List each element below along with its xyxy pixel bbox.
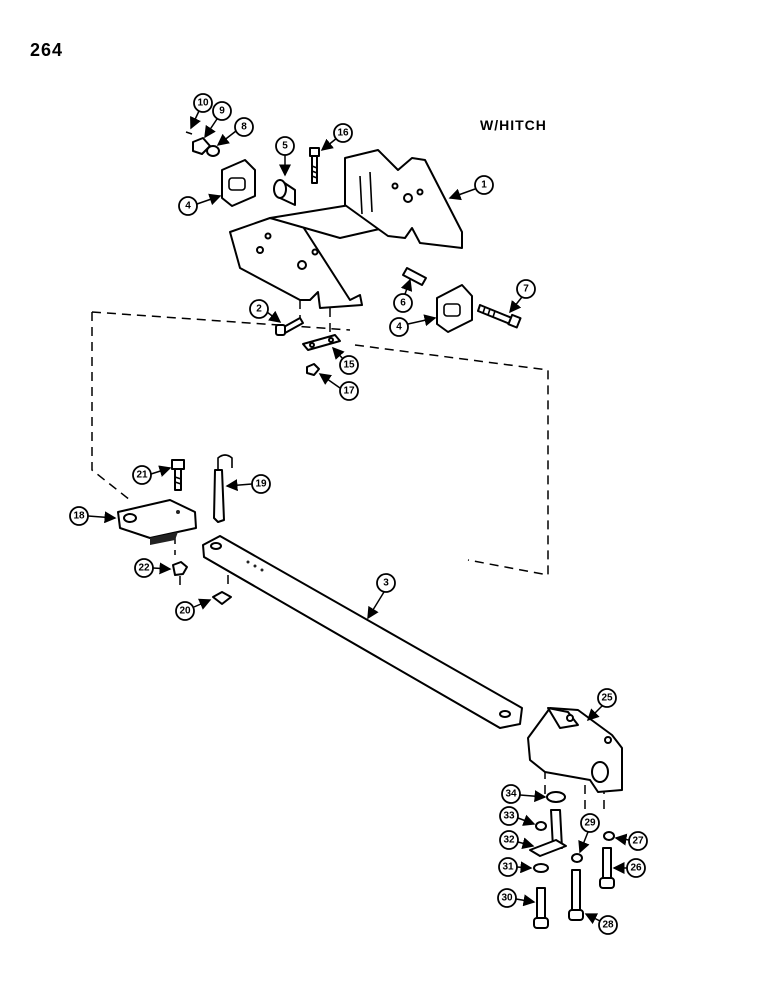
callout-7: 7 (509, 279, 536, 314)
callout-8: 8 (216, 117, 254, 146)
drawbar (202, 535, 523, 729)
callout-29: 29 (578, 813, 600, 854)
svg-text:5: 5 (282, 141, 288, 152)
svg-text:15: 15 (343, 360, 355, 371)
callout-20: 20 (175, 598, 212, 621)
callout-5: 5 (275, 136, 295, 177)
svg-text:3: 3 (383, 578, 389, 589)
svg-text:10: 10 (197, 98, 209, 109)
svg-text:4: 4 (185, 201, 191, 212)
hitch-plate-lower (436, 284, 473, 333)
callout-1: 1 (448, 175, 494, 201)
callout-16: 16 (320, 123, 353, 151)
svg-text:18: 18 (73, 511, 85, 522)
bolt-21 (171, 459, 185, 491)
callout-18: 18 (69, 506, 117, 526)
callout-32: 32 (499, 830, 535, 850)
callout-9: 9 (204, 101, 232, 139)
bolt-2 (275, 317, 304, 336)
nut-22 (172, 561, 188, 576)
hitch-plate-upper (221, 159, 256, 207)
bolt-28 (568, 869, 584, 921)
pivot-pin (402, 267, 427, 286)
callout-10: 10 (190, 93, 213, 130)
assembly-outline (91, 311, 549, 576)
svg-text:6: 6 (400, 298, 406, 309)
svg-text:9: 9 (219, 106, 225, 117)
lock-washer-27 (603, 831, 615, 841)
callout-17: 17 (318, 373, 359, 401)
bolt-26 (599, 847, 615, 889)
washer-34 (546, 791, 566, 803)
callout-22: 22 (134, 558, 172, 578)
nut-9 (192, 137, 211, 155)
callout-30: 30 (497, 888, 536, 908)
svg-text:31: 31 (502, 862, 514, 873)
svg-text:33: 33 (503, 811, 515, 822)
bolt-16 (309, 147, 320, 184)
svg-text:4: 4 (396, 322, 402, 333)
callout-2: 2 (249, 299, 282, 323)
svg-text:29: 29 (584, 818, 596, 829)
callout-15: 15 (331, 346, 359, 375)
svg-text:17: 17 (343, 386, 355, 397)
hitch-variant-label: W/HITCH (480, 117, 547, 133)
pin-32 (529, 809, 567, 857)
bushing (273, 179, 296, 206)
svg-text:21: 21 (136, 470, 148, 481)
clip-20 (212, 591, 232, 605)
svg-text:28: 28 (602, 920, 614, 931)
callout-27: 27 (614, 831, 648, 851)
svg-text:19: 19 (255, 479, 267, 490)
washer-33 (535, 821, 547, 831)
svg-text:22: 22 (138, 563, 150, 574)
hitch-pin (213, 454, 233, 523)
bolt-7 (477, 304, 522, 329)
callout-4b: 4 (389, 314, 437, 337)
svg-text:25: 25 (601, 693, 613, 704)
washer-8 (206, 145, 220, 157)
frame-bracket (229, 149, 463, 309)
svg-text:27: 27 (632, 836, 644, 847)
callout-31: 31 (498, 857, 533, 877)
svg-text:8: 8 (241, 122, 247, 133)
support-bracket (527, 707, 623, 793)
svg-text:7: 7 (523, 284, 529, 295)
callout-26: 26 (612, 858, 646, 878)
svg-text:32: 32 (503, 835, 515, 846)
lock-washer-29 (571, 853, 583, 863)
callout-3: 3 (367, 573, 396, 620)
washer-31 (533, 863, 549, 873)
strap-plate (302, 334, 341, 351)
callout-34: 34 (501, 784, 547, 804)
clevis-18 (117, 499, 197, 545)
svg-text:2: 2 (256, 304, 262, 315)
nut-17 (306, 363, 320, 376)
callout-25: 25 (586, 688, 617, 722)
svg-text:30: 30 (501, 893, 513, 904)
svg-text:1: 1 (481, 180, 487, 191)
svg-text:20: 20 (179, 606, 191, 617)
callout-33: 33 (499, 806, 536, 826)
svg-text:16: 16 (337, 128, 349, 139)
callout-19: 19 (225, 474, 271, 494)
callout-6: 6 (393, 278, 413, 313)
callout-4a: 4 (178, 193, 222, 216)
bolt-30 (533, 887, 549, 929)
callout-21: 21 (132, 465, 172, 485)
svg-text:34: 34 (505, 789, 517, 800)
svg-text:26: 26 (630, 863, 642, 874)
cotter-pin-10 (185, 131, 193, 135)
page-number: 264 (30, 40, 64, 60)
callout-28: 28 (584, 913, 618, 935)
